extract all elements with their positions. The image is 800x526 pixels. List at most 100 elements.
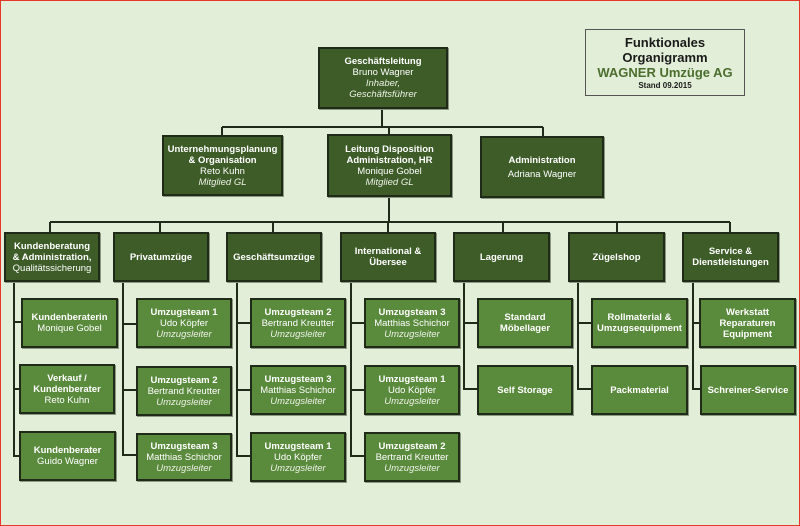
connector-col3 <box>236 281 250 457</box>
unit-intl-team2[interactable]: Umzugsteam 2 Bertrand Kreutter Umzugslei… <box>364 432 460 482</box>
node-person: Bruno Wagner <box>352 67 414 78</box>
connector-col4 <box>350 281 364 457</box>
unit-role: Umzugsleiter <box>384 462 440 474</box>
connector-col6 <box>577 281 592 390</box>
unit-rollmaterial[interactable]: Rollmaterial & Umzugsequipment <box>591 298 688 348</box>
unit-title: Self Storage <box>497 384 553 396</box>
dept-title: Privatumzüge <box>129 251 193 263</box>
unit-standard-moebellager[interactable]: Standard Möbellager <box>477 298 573 348</box>
unit-person: Udo Köpfer <box>159 317 209 329</box>
unit-title: Reparaturen <box>719 317 776 329</box>
node-role: Inhaber, <box>365 78 401 89</box>
node-person: Reto Kuhn <box>200 165 245 177</box>
unit-person: Matthias Schichor <box>260 384 336 396</box>
unit-title: Umzugsteam 1 <box>264 440 332 452</box>
unit-self-storage[interactable]: Self Storage <box>477 365 573 415</box>
unit-title: Packmaterial <box>610 384 669 396</box>
dept-title: Service & <box>708 246 753 257</box>
title-line2: Organigramm <box>622 49 708 65</box>
connector-col1 <box>13 281 21 457</box>
unit-title: Umzugsteam 1 <box>150 306 218 318</box>
unit-title: Kundenberater <box>33 383 101 395</box>
unit-privat-team1[interactable]: Umzugsteam 1 Udo Köpfer Umzugsleiter <box>136 298 232 348</box>
unit-geschaeft-team1[interactable]: Umzugsteam 1 Udo Köpfer Umzugsleiter <box>250 432 346 482</box>
unit-person: Reto Kuhn <box>44 394 90 406</box>
date-stamp: Stand 09.2015 <box>638 80 692 90</box>
unit-role: Umzugsleiter <box>156 328 212 340</box>
dept-service[interactable]: Service & Dienstleistungen <box>682 232 779 282</box>
unit-person: Monique Gobel <box>37 323 102 334</box>
unit-role: Umzugsleiter <box>270 462 326 474</box>
unit-person: Udo Köpfer <box>273 451 323 463</box>
node-title: Administration <box>508 154 576 166</box>
unit-title: Umzugsteam 2 <box>150 374 218 386</box>
node-person: Monique Gobel <box>357 165 422 177</box>
unit-title: Umzugsteam 2 <box>264 306 332 318</box>
dept-title: Zügelshop <box>592 251 641 263</box>
node-title: & Organisation <box>188 154 257 166</box>
unit-title: Kundenberater <box>33 445 102 456</box>
unit-title: Umzugsteam 3 <box>378 306 446 318</box>
unit-role: Umzugsleiter <box>384 328 440 340</box>
unit-title: Rollmaterial & <box>607 312 672 323</box>
unit-privat-team3[interactable]: Umzugsteam 3 Matthias Schichor Umzugslei… <box>136 433 232 481</box>
unit-role: Umzugsleiter <box>270 328 326 340</box>
node-unternehmungsplanung[interactable]: Unternehmungsplanung & Organisation Reto… <box>162 135 283 196</box>
dept-title: Kundenberatung <box>14 240 90 252</box>
connector-col2 <box>122 281 136 456</box>
unit-person: Udo Köpfer <box>387 384 437 396</box>
unit-title: Schreiner-Service <box>707 384 789 396</box>
unit-packmaterial[interactable]: Packmaterial <box>591 365 688 415</box>
unit-title: Umzugsteam 2 <box>378 440 446 452</box>
company-name: WAGNER Umzüge AG <box>597 64 733 80</box>
unit-person: Matthias Schichor <box>374 317 450 329</box>
node-administration[interactable]: Administration Adriana Wagner <box>480 136 604 198</box>
unit-title: Umzugsteam 3 <box>150 440 218 452</box>
node-title: Unternehmungsplanung <box>167 143 278 155</box>
unit-role: Umzugsleiter <box>156 396 212 408</box>
unit-geschaeft-team3[interactable]: Umzugsteam 3 Matthias Schichor Umzugslei… <box>250 365 346 415</box>
unit-verkauf[interactable]: Verkauf / Kundenberater Reto Kuhn <box>19 364 115 414</box>
unit-title: Werkstatt <box>725 306 770 318</box>
unit-title: Verkauf / <box>47 372 87 384</box>
unit-geschaeft-team2[interactable]: Umzugsteam 2 Bertrand Kreutter Umzugslei… <box>250 298 346 348</box>
node-ceo[interactable]: Geschäftsleitung Bruno Wagner Inhaber, G… <box>318 47 448 109</box>
dept-lagerung[interactable]: Lagerung <box>453 232 550 282</box>
dept-kundenberatung[interactable]: Kundenberatung & Administration, Qualitä… <box>4 232 100 282</box>
unit-person: Bertrand Kreutter <box>147 385 221 397</box>
unit-role: Umzugsleiter <box>156 462 212 474</box>
unit-title: Umzugsequipment <box>597 323 682 334</box>
unit-schreiner-service[interactable]: Schreiner-Service <box>700 365 796 415</box>
unit-role: Umzugsleiter <box>270 395 326 407</box>
dept-title: & Administration, <box>12 251 92 263</box>
unit-person: Matthias Schichor <box>146 451 222 463</box>
node-person: Adriana Wagner <box>507 168 577 180</box>
connector-col7 <box>692 281 700 390</box>
node-leitung-disposition[interactable]: Leitung Disposition Administration, HR M… <box>327 134 452 197</box>
chart-title-box: Funktionales Organigramm WAGNER Umzüge A… <box>585 29 745 96</box>
unit-role: Umzugsleiter <box>384 395 440 407</box>
title-line1: Funktionales <box>624 34 706 50</box>
dept-privatumzuege[interactable]: Privatumzüge <box>113 232 209 282</box>
unit-title: Umzugsteam 3 <box>264 373 332 385</box>
unit-kundenberaterin[interactable]: Kundenberaterin Monique Gobel <box>21 298 118 348</box>
unit-title: Equipment <box>722 328 773 340</box>
dept-title: Qualitätssicherung <box>12 262 92 274</box>
node-role: Geschäftsführer <box>349 89 417 100</box>
node-title: Leitung Disposition <box>345 143 434 155</box>
unit-title: Möbellager <box>499 323 551 334</box>
connector-col5 <box>463 281 478 390</box>
dept-international[interactable]: International & Übersee <box>340 232 436 282</box>
unit-intl-team3[interactable]: Umzugsteam 3 Matthias Schichor Umzugslei… <box>364 298 460 348</box>
dept-zuegelshop[interactable]: Zügelshop <box>568 232 665 282</box>
unit-title: Umzugsteam 1 <box>378 373 446 385</box>
unit-privat-team2[interactable]: Umzugsteam 2 Bertrand Kreutter Umzugslei… <box>136 366 232 416</box>
dept-title: Geschäftsumzüge <box>233 251 315 263</box>
unit-werkstatt[interactable]: Werkstatt Reparaturen Equipment <box>699 298 796 348</box>
unit-person: Bertrand Kreutter <box>375 451 449 463</box>
unit-kundenberater[interactable]: Kundenberater Guido Wagner <box>19 431 116 481</box>
unit-intl-team1[interactable]: Umzugsteam 1 Udo Köpfer Umzugsleiter <box>364 365 460 415</box>
dept-geschaeftsumzuege[interactable]: Geschäftsumzüge <box>226 232 322 282</box>
dept-title: Lagerung <box>479 251 524 263</box>
